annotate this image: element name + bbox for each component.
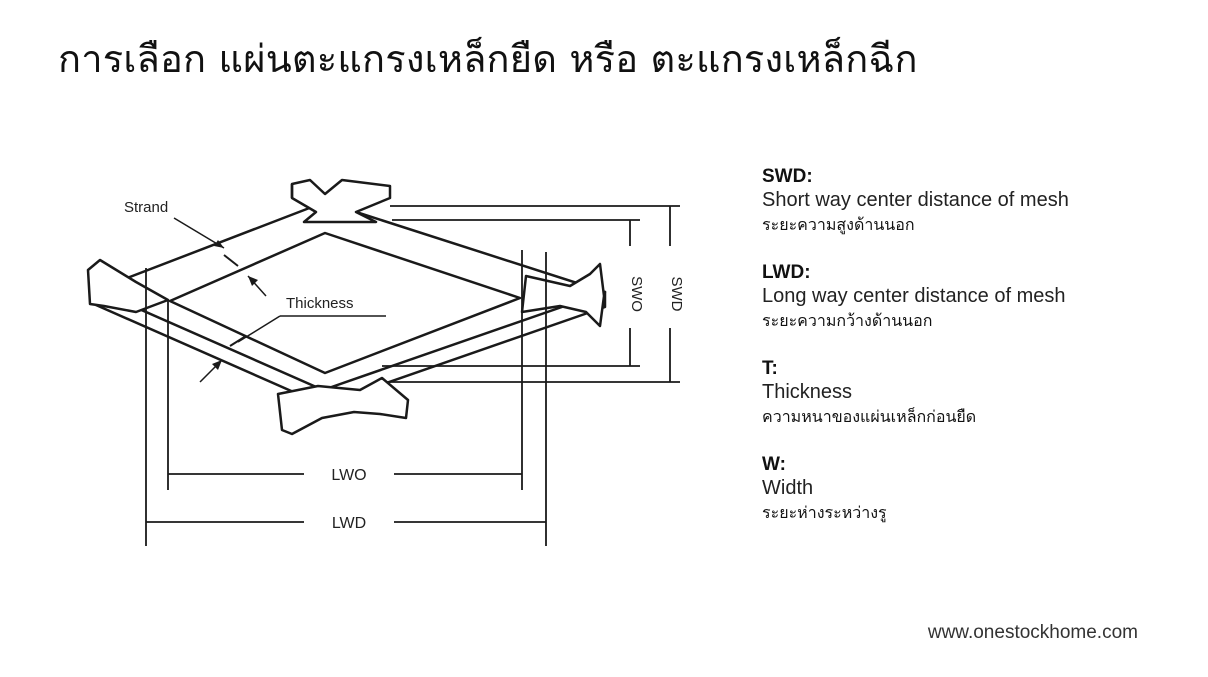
legend-code: W: bbox=[762, 454, 786, 475]
legend-code: LWD: bbox=[762, 262, 811, 283]
label-lwd: LWD bbox=[332, 515, 366, 532]
mesh-junction-left bbox=[86, 258, 170, 314]
mesh-junction-bottom bbox=[276, 376, 410, 436]
legend-thai: ระยะความสูงด้านนอก bbox=[762, 215, 915, 234]
legend-entry-w: W: Width ระยะห่างระหว่างรู bbox=[762, 454, 1182, 526]
strand-arrowhead bbox=[214, 240, 224, 248]
strand-dashes bbox=[223, 254, 247, 347]
website-url: www.onestockhome.com bbox=[927, 622, 1138, 643]
legend-thai: ระยะห่างระหว่างรู bbox=[762, 503, 887, 522]
mesh-diagram: Strand Thickness LWO LWD bbox=[60, 100, 700, 590]
page-title: การเลือก แผ่นตะแกรงเหล็กยืด หรือ ตะแกรงเ… bbox=[58, 37, 918, 81]
legend-english: Width bbox=[762, 477, 814, 499]
strand-leader bbox=[173, 217, 225, 249]
thickness-arrowhead-upper bbox=[248, 276, 258, 286]
thickness-arrowhead-lower bbox=[212, 360, 222, 370]
label-lwo: LWO bbox=[331, 467, 366, 484]
legend-entry-swd: SWD: Short way center distance of mesh ร… bbox=[762, 166, 1182, 238]
legend-english: Short way center distance of mesh bbox=[762, 189, 1069, 211]
label-strand: Strand bbox=[124, 199, 168, 216]
legend-english: Thickness bbox=[762, 381, 853, 403]
thickness-leader bbox=[237, 315, 281, 343]
mesh-junction-right bbox=[520, 262, 606, 328]
legend-code: SWD: bbox=[762, 166, 813, 187]
legend-english: Long way center distance of mesh bbox=[762, 285, 1066, 307]
legend-code: T: bbox=[762, 358, 778, 379]
legend-thai: ระยะความกว้างด้านนอก bbox=[762, 311, 933, 330]
label-swd: SWD bbox=[668, 277, 685, 312]
label-swo: SWO bbox=[628, 276, 645, 312]
mesh-strand-inner bbox=[168, 231, 522, 375]
mesh-junction-top bbox=[290, 178, 392, 224]
horizontal-dimension-extensions bbox=[145, 250, 547, 546]
label-thickness: Thickness bbox=[286, 295, 354, 312]
legend-entry-t: T: Thickness ความหนาของแผ่นเหล็กก่อนยืด bbox=[762, 358, 1182, 430]
legend-thai: ความหนาของแผ่นเหล็กก่อนยืด bbox=[762, 407, 977, 426]
legend-entry-lwd: LWD: Long way center distance of mesh ระ… bbox=[762, 262, 1182, 334]
vertical-dimension-extensions bbox=[382, 205, 680, 383]
legend: SWD: Short way center distance of mesh ร… bbox=[762, 166, 1182, 550]
mesh-diagram-svg: Strand Thickness LWO LWD bbox=[86, 178, 685, 546]
